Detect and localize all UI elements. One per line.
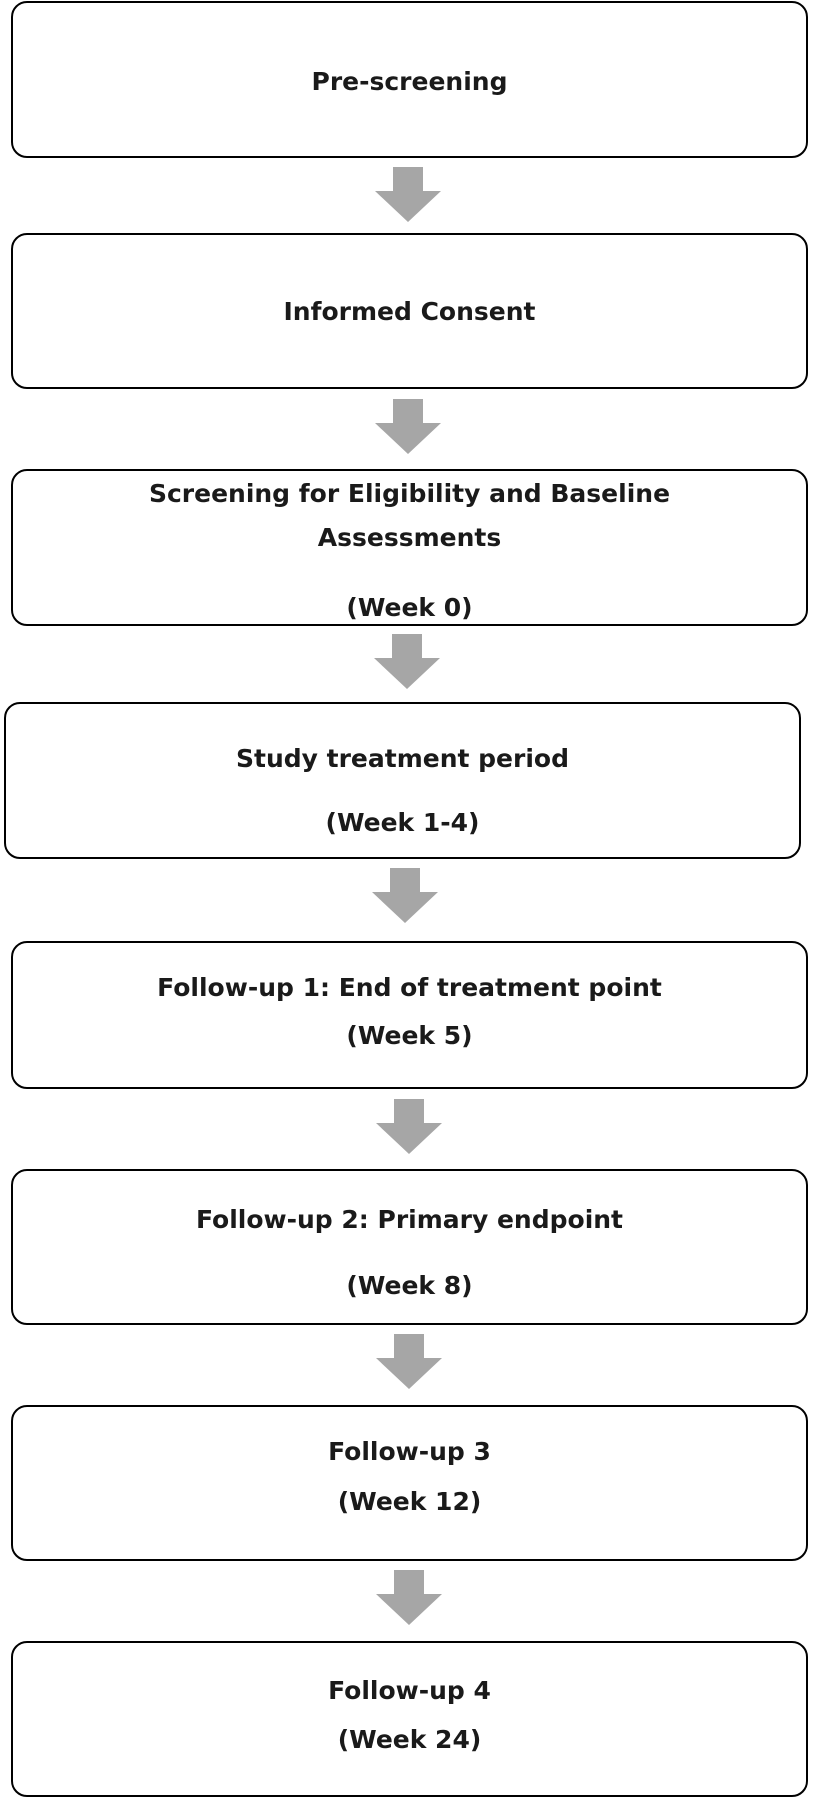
down-arrow-icon	[376, 1334, 442, 1389]
step-label-line-2: Assessments	[317, 523, 502, 552]
down-arrow-icon	[375, 167, 441, 222]
down-arrow-icon	[374, 634, 440, 689]
step-label-line-2: (Week 5)	[346, 1021, 473, 1050]
step-box-study-treatment: Study treatment period (Week 1-4)	[4, 702, 801, 859]
step-label-line-2: (Week 1-4)	[325, 808, 480, 837]
step-box-follow-up-2: Follow-up 2: Primary endpoint (Week 8)	[11, 1169, 808, 1325]
step-label-line-1: Follow-up 1: End of treatment point	[157, 973, 662, 1002]
step-box-informed-consent: Informed Consent	[11, 233, 808, 389]
step-label-line-1: Follow-up 3	[328, 1437, 491, 1466]
down-arrow-icon	[376, 1099, 442, 1154]
step-label-line-2: (Week 8)	[346, 1271, 473, 1300]
down-arrow-icon	[376, 1570, 442, 1625]
step-label: Pre-screening	[311, 67, 508, 96]
down-arrow-icon	[375, 399, 441, 454]
step-label-line-1: Follow-up 2: Primary endpoint	[195, 1205, 624, 1234]
step-label-line-2: (Week 24)	[337, 1725, 482, 1754]
step-label-line-1: Study treatment period	[236, 744, 569, 773]
step-label-line-1: Screening for Eligibility and Baseline	[148, 479, 671, 508]
step-box-pre-screening: Pre-screening	[11, 1, 808, 158]
down-arrow-icon	[372, 868, 438, 923]
step-label-line-1: Follow-up 4	[328, 1676, 491, 1705]
step-box-follow-up-1: Follow-up 1: End of treatment point (Wee…	[11, 941, 808, 1089]
step-label: Informed Consent	[283, 297, 536, 326]
step-label-line-2: (Week 12)	[337, 1487, 482, 1516]
step-box-follow-up-3: Follow-up 3 (Week 12)	[11, 1405, 808, 1561]
step-label-line-3: (Week 0)	[346, 593, 473, 622]
step-box-follow-up-4: Follow-up 4 (Week 24)	[11, 1641, 808, 1797]
step-box-screening-baseline: Screening for Eligibility and Baseline A…	[11, 469, 808, 626]
